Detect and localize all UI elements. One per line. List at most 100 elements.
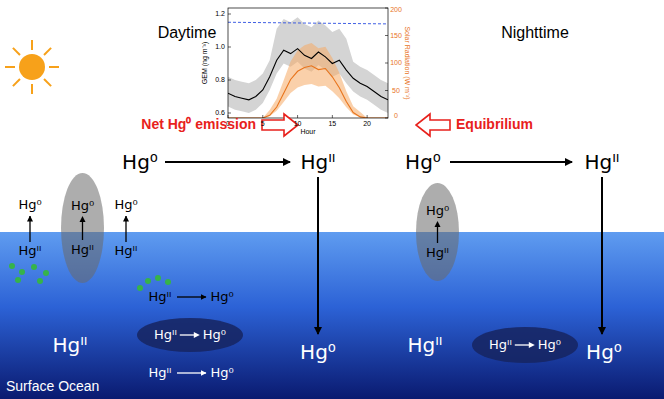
sun-ray — [31, 40, 33, 50]
tick-label: 150 — [390, 32, 402, 40]
tick-label: 10 — [294, 120, 302, 128]
ellipse-outline — [472, 327, 578, 363]
arrow-head — [194, 332, 200, 338]
callout-text: Net Hg⁰ emission — [141, 117, 256, 132]
tick — [332, 115, 333, 118]
panel-title: Daytime — [158, 24, 217, 42]
ellipse-outline — [416, 183, 459, 281]
tick-label: 15 — [328, 120, 336, 128]
sun-ray — [31, 84, 33, 94]
deposition-arrow — [317, 177, 319, 334]
ellipse-node: Hg⁰Hgᴵᴵ — [61, 173, 104, 283]
species-label: Hg⁰ — [538, 338, 561, 352]
tick-label: 20 — [363, 120, 371, 128]
sun-ray — [13, 48, 20, 55]
tick — [367, 115, 368, 118]
tick — [385, 35, 388, 36]
tick-label: 200 — [390, 6, 402, 14]
species-label: Hgᴵᴵ — [407, 334, 442, 356]
reduction-arrow — [177, 372, 206, 373]
species-label: Hg⁰ — [203, 328, 226, 342]
data-line — [228, 49, 388, 100]
tick — [385, 63, 388, 64]
evasion-arrow — [29, 216, 30, 242]
species-label: Hg⁰ — [300, 341, 336, 363]
ellipse-shape — [416, 183, 459, 281]
axis-title: GEM (ng m⁻³) — [201, 42, 209, 84]
evasion-arrow — [437, 226, 438, 243]
tick-label: 50 — [392, 87, 400, 95]
ellipse-node: Hg⁰ Hgᴵᴵ — [416, 183, 459, 281]
deposition-arrow — [601, 177, 603, 334]
reduction-arrow — [515, 344, 530, 345]
tick — [228, 14, 231, 15]
species-label: Hgᴵᴵ — [149, 366, 172, 380]
species-label: Hgᴵᴵ — [52, 334, 87, 356]
ellipse-shape — [137, 318, 243, 352]
axis-title: Hour — [300, 128, 315, 136]
callout-text: Equibrilium — [456, 117, 533, 132]
reduction-arrow — [177, 296, 206, 297]
moon-icon — [624, 44, 640, 76]
species-label: Hg⁰ — [586, 341, 622, 363]
species-label: Hgᴵᴵ — [71, 243, 94, 257]
species-label: Hg⁰ — [426, 204, 449, 218]
oxidation-arrow — [450, 161, 572, 163]
tick — [385, 118, 388, 119]
species-label: Hgᴵᴵ — [149, 290, 172, 304]
species-label: Hgᴵᴵ — [154, 328, 177, 342]
species-label: Hg⁰ — [122, 151, 158, 173]
species-label: Hg⁰ — [114, 198, 137, 212]
ellipse-node: Hgᴵᴵ Hg⁰ — [137, 318, 243, 352]
tick-label: 0 — [394, 112, 398, 120]
ellipse-node: HgᴵᴵHg⁰ — [472, 327, 578, 363]
tick-label: 100 — [390, 59, 402, 67]
ellipse-outline — [61, 173, 104, 283]
arrow-head — [435, 221, 441, 227]
species-label: Hgᴵᴵ — [19, 244, 42, 258]
dashed-line — [228, 22, 388, 24]
chart-frame — [228, 8, 388, 118]
evasion-arrow — [82, 221, 83, 240]
ellipse-outline — [137, 318, 243, 352]
chart-ticks — [228, 8, 388, 118]
tick — [228, 47, 231, 48]
sun-ray — [13, 79, 20, 86]
tick — [228, 113, 231, 114]
tick-label: 1.2 — [215, 10, 225, 18]
region-label: Surface Ocean — [6, 379, 99, 394]
reduction-arrow — [180, 334, 195, 335]
sun-icon — [5, 40, 59, 94]
panel-title: Nighttime — [501, 24, 569, 42]
hollow-arrow — [416, 114, 450, 136]
flux-arrows — [165, 162, 602, 334]
axis-title: Solar Radiation (W m⁻²) — [403, 26, 411, 99]
tick — [385, 90, 388, 91]
tick — [228, 80, 231, 81]
arrow-head — [80, 216, 86, 222]
tick-label: 0.8 — [215, 76, 225, 84]
data-line — [228, 66, 388, 118]
species-label: Hgᴵᴵ — [115, 244, 138, 258]
species-label: Hg⁰ — [210, 366, 233, 380]
species-label: Hgᴵᴵ — [300, 151, 335, 173]
species-label: Hg⁰ — [210, 290, 233, 304]
sun-ray — [49, 66, 59, 68]
species-label: Hg⁰ — [405, 151, 441, 173]
sun-ray — [5, 66, 15, 68]
error-band — [228, 43, 388, 118]
sun-disc — [19, 54, 45, 80]
sun-ray — [44, 79, 51, 86]
tick-label: 1.0 — [215, 43, 225, 51]
ellipse-shape — [472, 327, 578, 363]
chart-series — [228, 17, 388, 118]
arrow-head — [529, 342, 535, 348]
sun-ray — [44, 48, 51, 55]
species-label: Hgᴵᴵ — [584, 151, 619, 173]
ellipse-shape — [61, 173, 104, 283]
tick-label: 5 — [261, 120, 265, 128]
species-label: Hg⁰ — [18, 198, 41, 212]
sun-rays — [5, 40, 59, 94]
oxidation-arrow — [165, 161, 290, 163]
species-label: Hgᴵᴵ — [426, 246, 449, 260]
